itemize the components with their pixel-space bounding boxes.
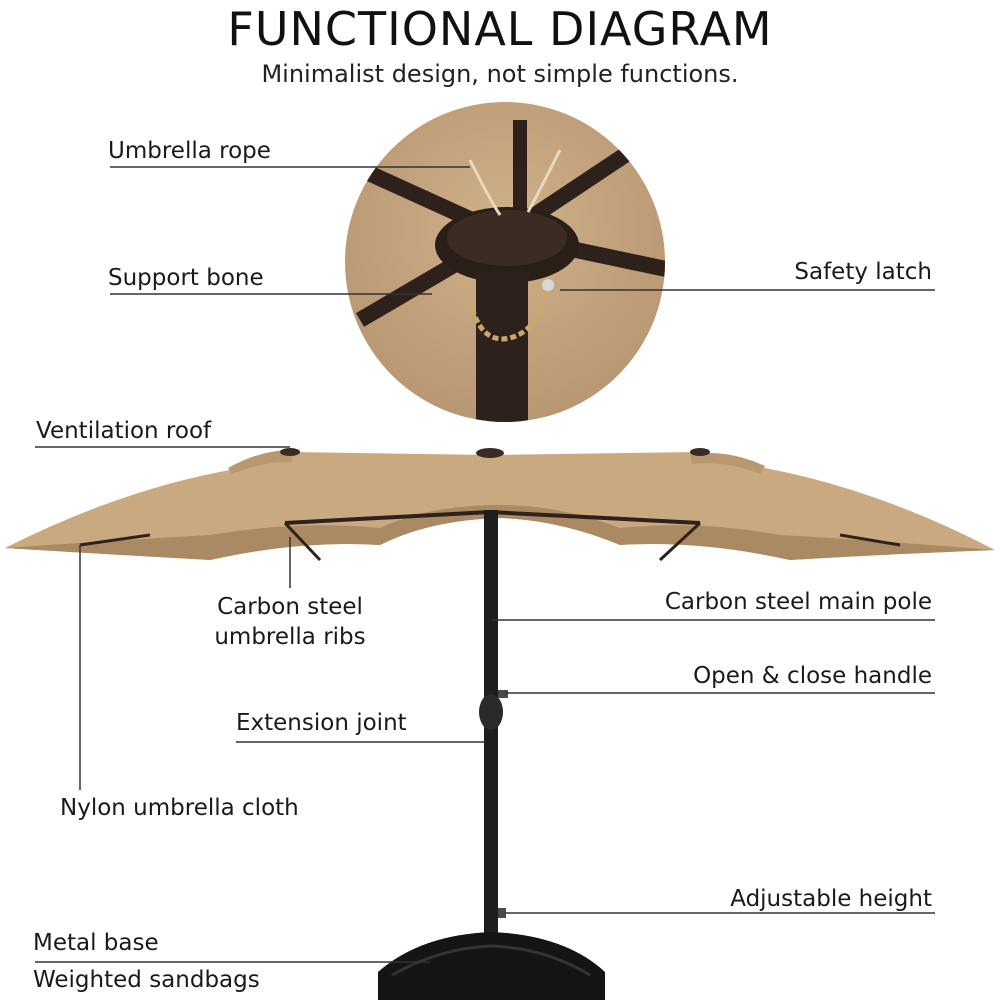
closeup-circle bbox=[345, 102, 665, 422]
label-nylon-cloth: Nylon umbrella cloth bbox=[60, 795, 299, 821]
label-metal-base: Metal base bbox=[33, 930, 159, 956]
label-ribs-line2: umbrella ribs bbox=[214, 624, 366, 650]
main-pole bbox=[479, 510, 508, 950]
label-support-bone: Support bone bbox=[108, 265, 264, 291]
label-adjustable-height: Adjustable height bbox=[730, 886, 932, 912]
page-subtitle: Minimalist design, not simple functions. bbox=[261, 60, 739, 88]
page-title: FUNCTIONAL DIAGRAM bbox=[227, 2, 773, 56]
label-handle: Open & close handle bbox=[693, 663, 932, 689]
label-sandbags: Weighted sandbags bbox=[33, 967, 260, 993]
base bbox=[378, 932, 605, 1000]
label-ribs-line1: Carbon steel bbox=[217, 594, 363, 620]
label-umbrella-rope: Umbrella rope bbox=[108, 138, 271, 164]
label-extension-joint: Extension joint bbox=[236, 710, 407, 736]
canopy bbox=[5, 448, 995, 562]
label-safety-latch: Safety latch bbox=[794, 259, 932, 285]
leader-lines bbox=[35, 166, 935, 963]
label-main-pole: Carbon steel main pole bbox=[664, 589, 932, 615]
label-ribs: Carbon steel umbrella ribs bbox=[180, 592, 400, 652]
label-ventilation-roof: Ventilation roof bbox=[36, 418, 212, 444]
